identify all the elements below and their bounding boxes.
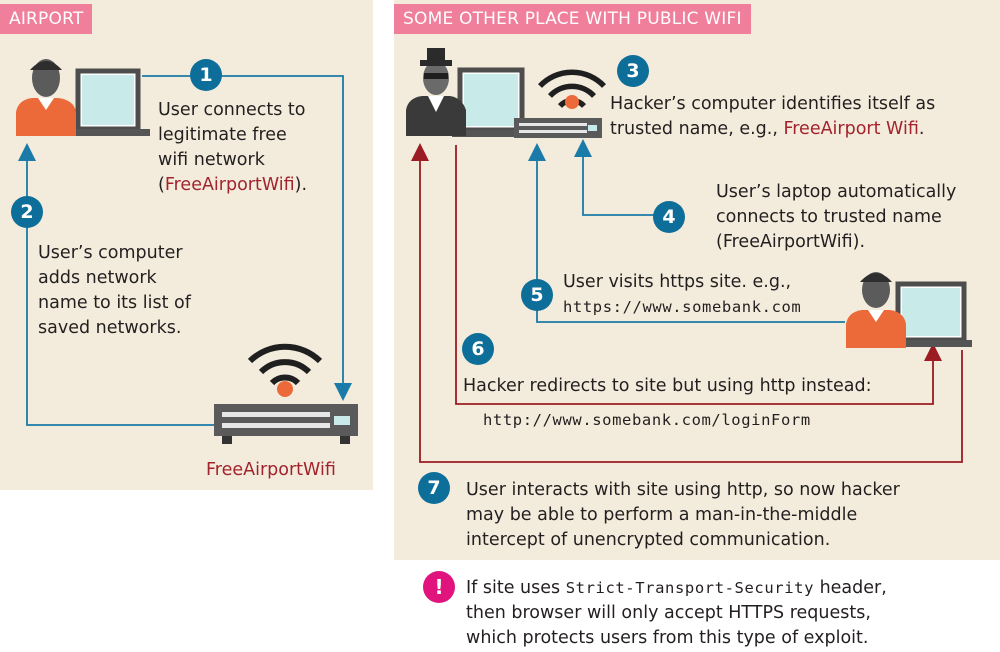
airport-user-laptop-icon: [66, 68, 150, 136]
hacker-router-icon: [514, 69, 606, 138]
step3-text: Hacker’s computer identifies itself as t…: [610, 92, 935, 142]
step5-badge: 5: [521, 279, 553, 311]
step7-line: User interacts with site using http, so …: [466, 480, 900, 500]
step1-line: (FreeAirportWifi).: [158, 173, 307, 198]
airport-title: AIRPORT: [0, 4, 93, 34]
step4-line: connects to trusted name: [716, 207, 942, 227]
step7-badge: 7: [418, 472, 450, 504]
step2-line: name to its list of: [38, 293, 191, 313]
public-user-person-icon: [846, 272, 906, 348]
step7-line: intercept of unencrypted communication.: [466, 530, 831, 550]
note-line: which protects users from this type of e…: [466, 628, 869, 648]
step3-line: trusted name, e.g., FreeAirport Wifi.: [610, 117, 935, 142]
step1-line: legitimate free: [158, 125, 287, 145]
note-suffix: header,: [814, 578, 887, 598]
public-user-laptop-icon: [890, 281, 972, 347]
paren-close: ).: [294, 175, 308, 195]
step2-line: adds network: [38, 268, 157, 288]
step4-badge: 4: [653, 201, 685, 233]
hacker-person-icon: [406, 48, 466, 136]
step6-badge: 6: [462, 333, 494, 365]
paren-open: (: [158, 175, 165, 195]
step4-text: User’s laptop automatically connects to …: [716, 180, 956, 255]
step6-text: Hacker redirects to site but using http …: [463, 376, 872, 396]
step7-line: may be able to perform a man-in-the-midd…: [466, 505, 858, 525]
step3-name: FreeAirport Wifi: [783, 119, 919, 139]
arrow-step5: [528, 143, 845, 323]
network-name: FreeAirportWifi: [164, 175, 295, 195]
note-text: If site uses Strict-Transport-Security h…: [466, 576, 887, 651]
arrow-step4: [574, 139, 655, 216]
step2-line: User’s computer: [38, 243, 183, 263]
arrow-step2: [18, 143, 215, 426]
step5-line: User visits https site. e.g.,: [563, 272, 792, 292]
public-wifi-title: SOME OTHER PLACE WITH PUBLIC WIFI: [394, 4, 751, 34]
step4-line: User’s laptop automatically: [716, 182, 957, 202]
step3-suffix: .: [918, 119, 925, 139]
step2-line: saved networks.: [38, 318, 182, 338]
note-code: Strict-Transport-Security: [565, 579, 815, 597]
step3-prefix: trusted name, e.g.,: [610, 119, 784, 139]
router-label: FreeAirportWifi: [206, 460, 336, 480]
step1-text: User connects to legitimate free wifi ne…: [158, 98, 307, 198]
airport-user-person-icon: [16, 59, 76, 136]
step2-text: User’s computer adds network name to its…: [38, 241, 191, 341]
arrow-step6: [455, 145, 942, 405]
hacker-laptop-icon: [452, 67, 534, 137]
step5-url: https://www.somebank.com: [563, 298, 802, 316]
note-prefix: If site uses: [466, 578, 566, 598]
step7-text: User interacts with site using http, so …: [466, 478, 900, 553]
step4-line: (FreeAirportWifi).: [716, 232, 866, 252]
step1-line: wifi network: [158, 150, 265, 170]
airport-router-icon: [214, 343, 358, 444]
step5-text: User visits https site. e.g., https://ww…: [563, 270, 801, 320]
step6-url: http://www.somebank.com/loginForm: [483, 411, 811, 429]
step3-line: Hacker’s computer identifies itself as: [610, 94, 936, 114]
note-line: If site uses Strict-Transport-Security h…: [466, 576, 887, 601]
step1-line: User connects to: [158, 100, 306, 120]
step1-badge: 1: [190, 59, 222, 91]
note-line: then browser will only accept HTTPS requ…: [466, 603, 871, 623]
step3-badge: 3: [617, 55, 649, 87]
arrow-step7: [411, 143, 963, 463]
step2-badge: 2: [11, 196, 43, 228]
warning-icon: !: [423, 571, 455, 603]
